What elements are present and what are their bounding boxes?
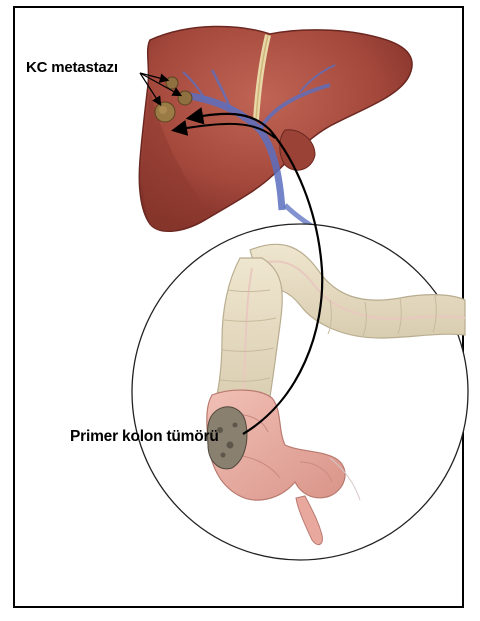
primary-tumor-label: Primer kolon tümörü: [70, 428, 219, 446]
metastasis-label: KC metastazı: [26, 59, 118, 76]
